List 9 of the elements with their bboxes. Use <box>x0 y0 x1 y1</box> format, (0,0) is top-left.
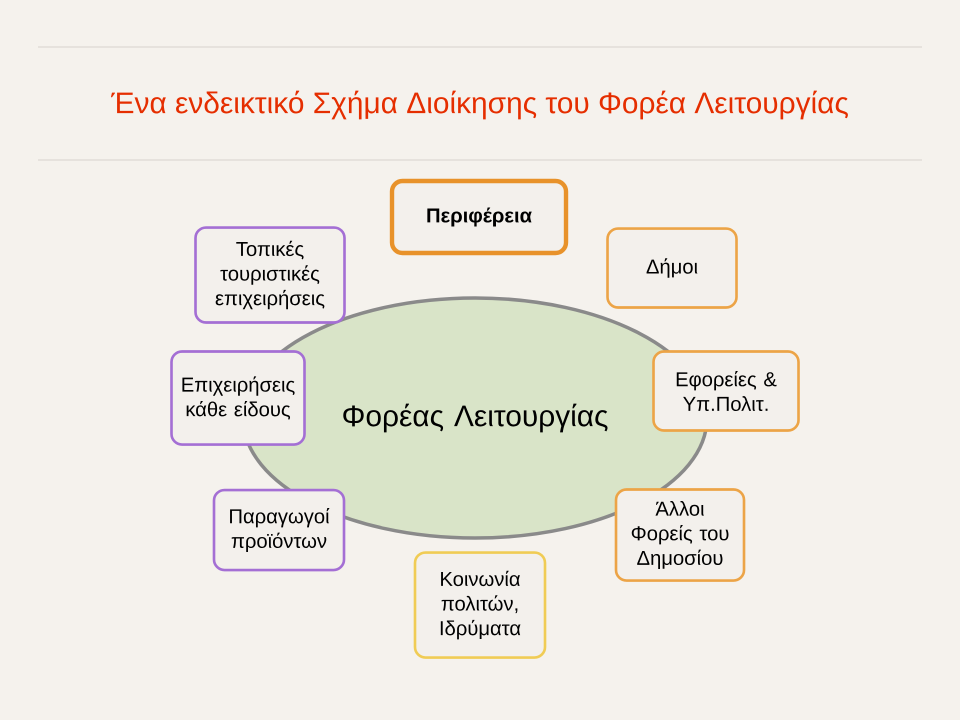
stakeholder-box: Δήμοι <box>606 227 738 309</box>
stakeholder-box: Τοπικές τουριστικές επιχειρήσεις <box>194 226 346 324</box>
stakeholder-box: Παραγωγοί προϊόντων <box>212 488 346 572</box>
stakeholder-box: Περιφέρεια <box>390 178 568 256</box>
title: Ένα ενδεικτικό Σχήμα Διοίκησης του Φορέα Λειτουργίας <box>110 90 848 120</box>
stakeholder-box: Άλλοι Φορείς του Δημοσίου <box>614 488 746 582</box>
stakeholder-box: Επιχειρήσεις κάθε είδους <box>170 350 306 446</box>
stakeholder-box: Κοινωνία πολιτών, Ιδρύματα <box>414 551 546 659</box>
stakeholder-box: Εφορείες & Υπ.Πολιτ. <box>652 350 800 432</box>
